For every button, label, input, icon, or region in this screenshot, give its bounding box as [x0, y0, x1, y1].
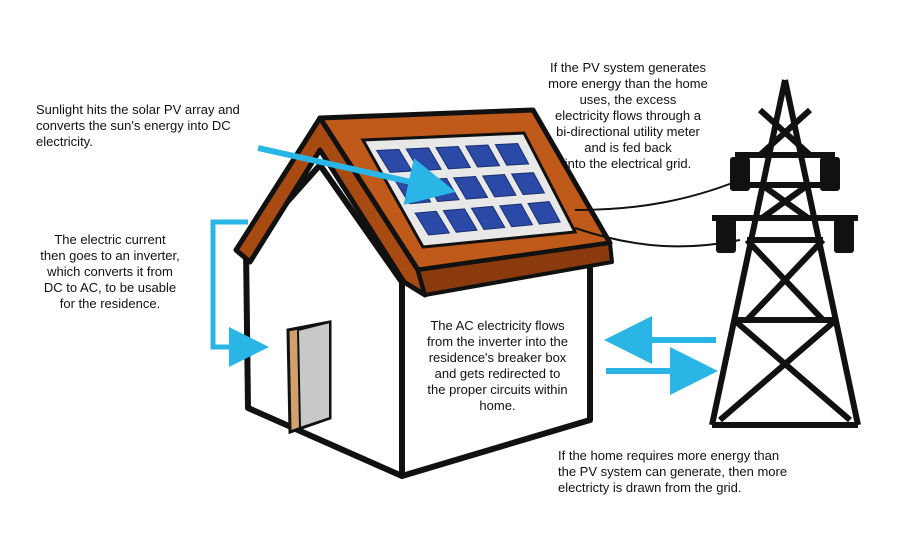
solar-cell: [498, 203, 534, 228]
caption-inverter: The electric current then goes to an inv…: [40, 232, 180, 311]
solar-cell: [527, 201, 561, 225]
door: [296, 320, 331, 430]
grid-wire-upper: [574, 179, 741, 211]
transmission-tower-icon: [709, 79, 861, 428]
house-roof-edge: [233, 115, 428, 298]
caption-grid-draw: If the home requires more energy than th…: [558, 448, 788, 495]
solar-cell: [464, 144, 501, 168]
caption-excess: If the PV system generates more energy t…: [548, 60, 708, 171]
solar-cell: [452, 175, 489, 200]
caption-sunlight: Sunlight hits the solar PV array and con…: [36, 102, 240, 149]
solar-cell: [414, 210, 451, 236]
caption-ac-flow: The AC electricity flows from the invert…: [427, 318, 568, 413]
solar-cell: [510, 172, 546, 196]
sunlight-arrow-icon: [257, 145, 456, 205]
solar-cell: [481, 174, 517, 198]
house-roof-fascia: [416, 241, 614, 297]
inverter-arrow-icon: [210, 219, 269, 367]
solar-cell: [470, 205, 506, 231]
solar-cell: [494, 143, 530, 166]
solar-cell: [442, 208, 478, 233]
